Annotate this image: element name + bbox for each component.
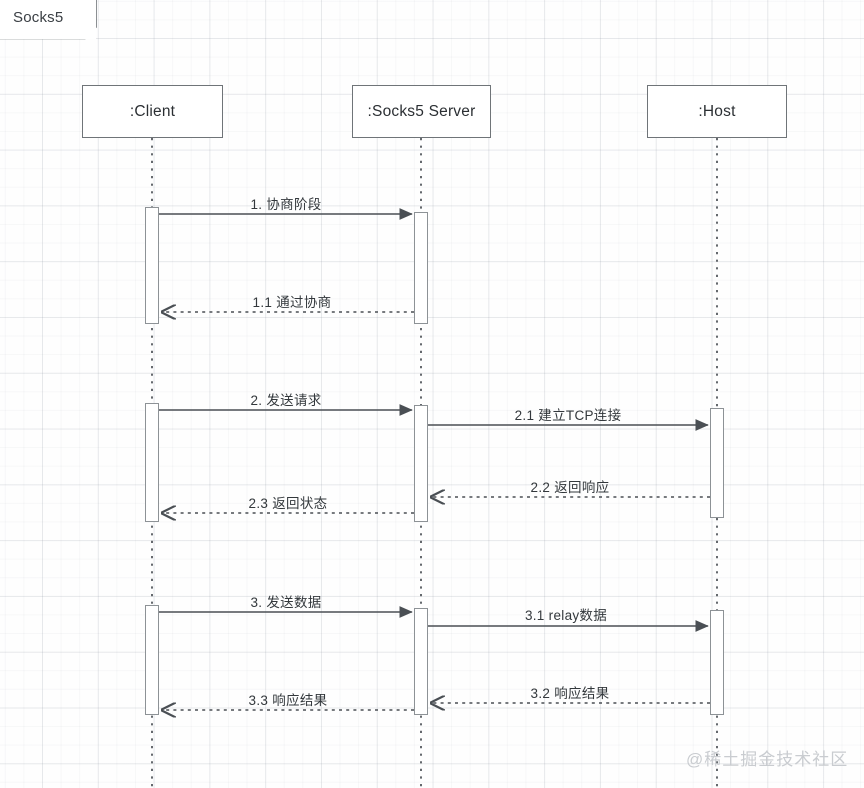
activation-bar-server[interactable]	[414, 212, 428, 324]
message-label-m2_1: 2.1 建立TCP连接	[514, 408, 622, 423]
message-label-m3_2: 3.2 响应结果	[530, 686, 610, 701]
message-label-m3_1: 3.1 relay数据	[524, 608, 608, 623]
activation-bar-server[interactable]	[414, 405, 428, 522]
activation-bar-server[interactable]	[414, 608, 428, 715]
participant-box-server[interactable]: :Socks5 Server	[352, 85, 491, 138]
activation-bar-client[interactable]	[145, 207, 159, 324]
message-label-m2_3: 2.3 返回状态	[248, 496, 328, 511]
frame-tab-label: Socks5	[0, 0, 96, 39]
activation-bar-host[interactable]	[710, 408, 724, 518]
watermark: @稀土掘金技术社区	[686, 750, 849, 769]
message-label-m2_2: 2.2 返回响应	[530, 480, 610, 495]
participant-box-host[interactable]: :Host	[647, 85, 787, 138]
participant-box-client[interactable]: :Client	[82, 85, 223, 138]
lifelines-group	[151, 138, 718, 788]
message-label-m2: 2. 发送请求	[250, 393, 322, 408]
message-label-m1: 1. 协商阶段	[250, 197, 322, 212]
participant-label: :Socks5 Server	[367, 102, 476, 120]
participant-label: :Host	[698, 102, 736, 120]
activation-bar-client[interactable]	[145, 403, 159, 522]
activation-bar-client[interactable]	[145, 605, 159, 715]
message-label-m3: 3. 发送数据	[250, 595, 322, 610]
message-label-m3_3: 3.3 响应结果	[248, 693, 328, 708]
participant-label: :Client	[129, 102, 176, 120]
activation-bar-host[interactable]	[710, 610, 724, 715]
message-arrows-group	[159, 208, 710, 710]
message-label-m1_1: 1.1 通过协商	[252, 295, 332, 310]
